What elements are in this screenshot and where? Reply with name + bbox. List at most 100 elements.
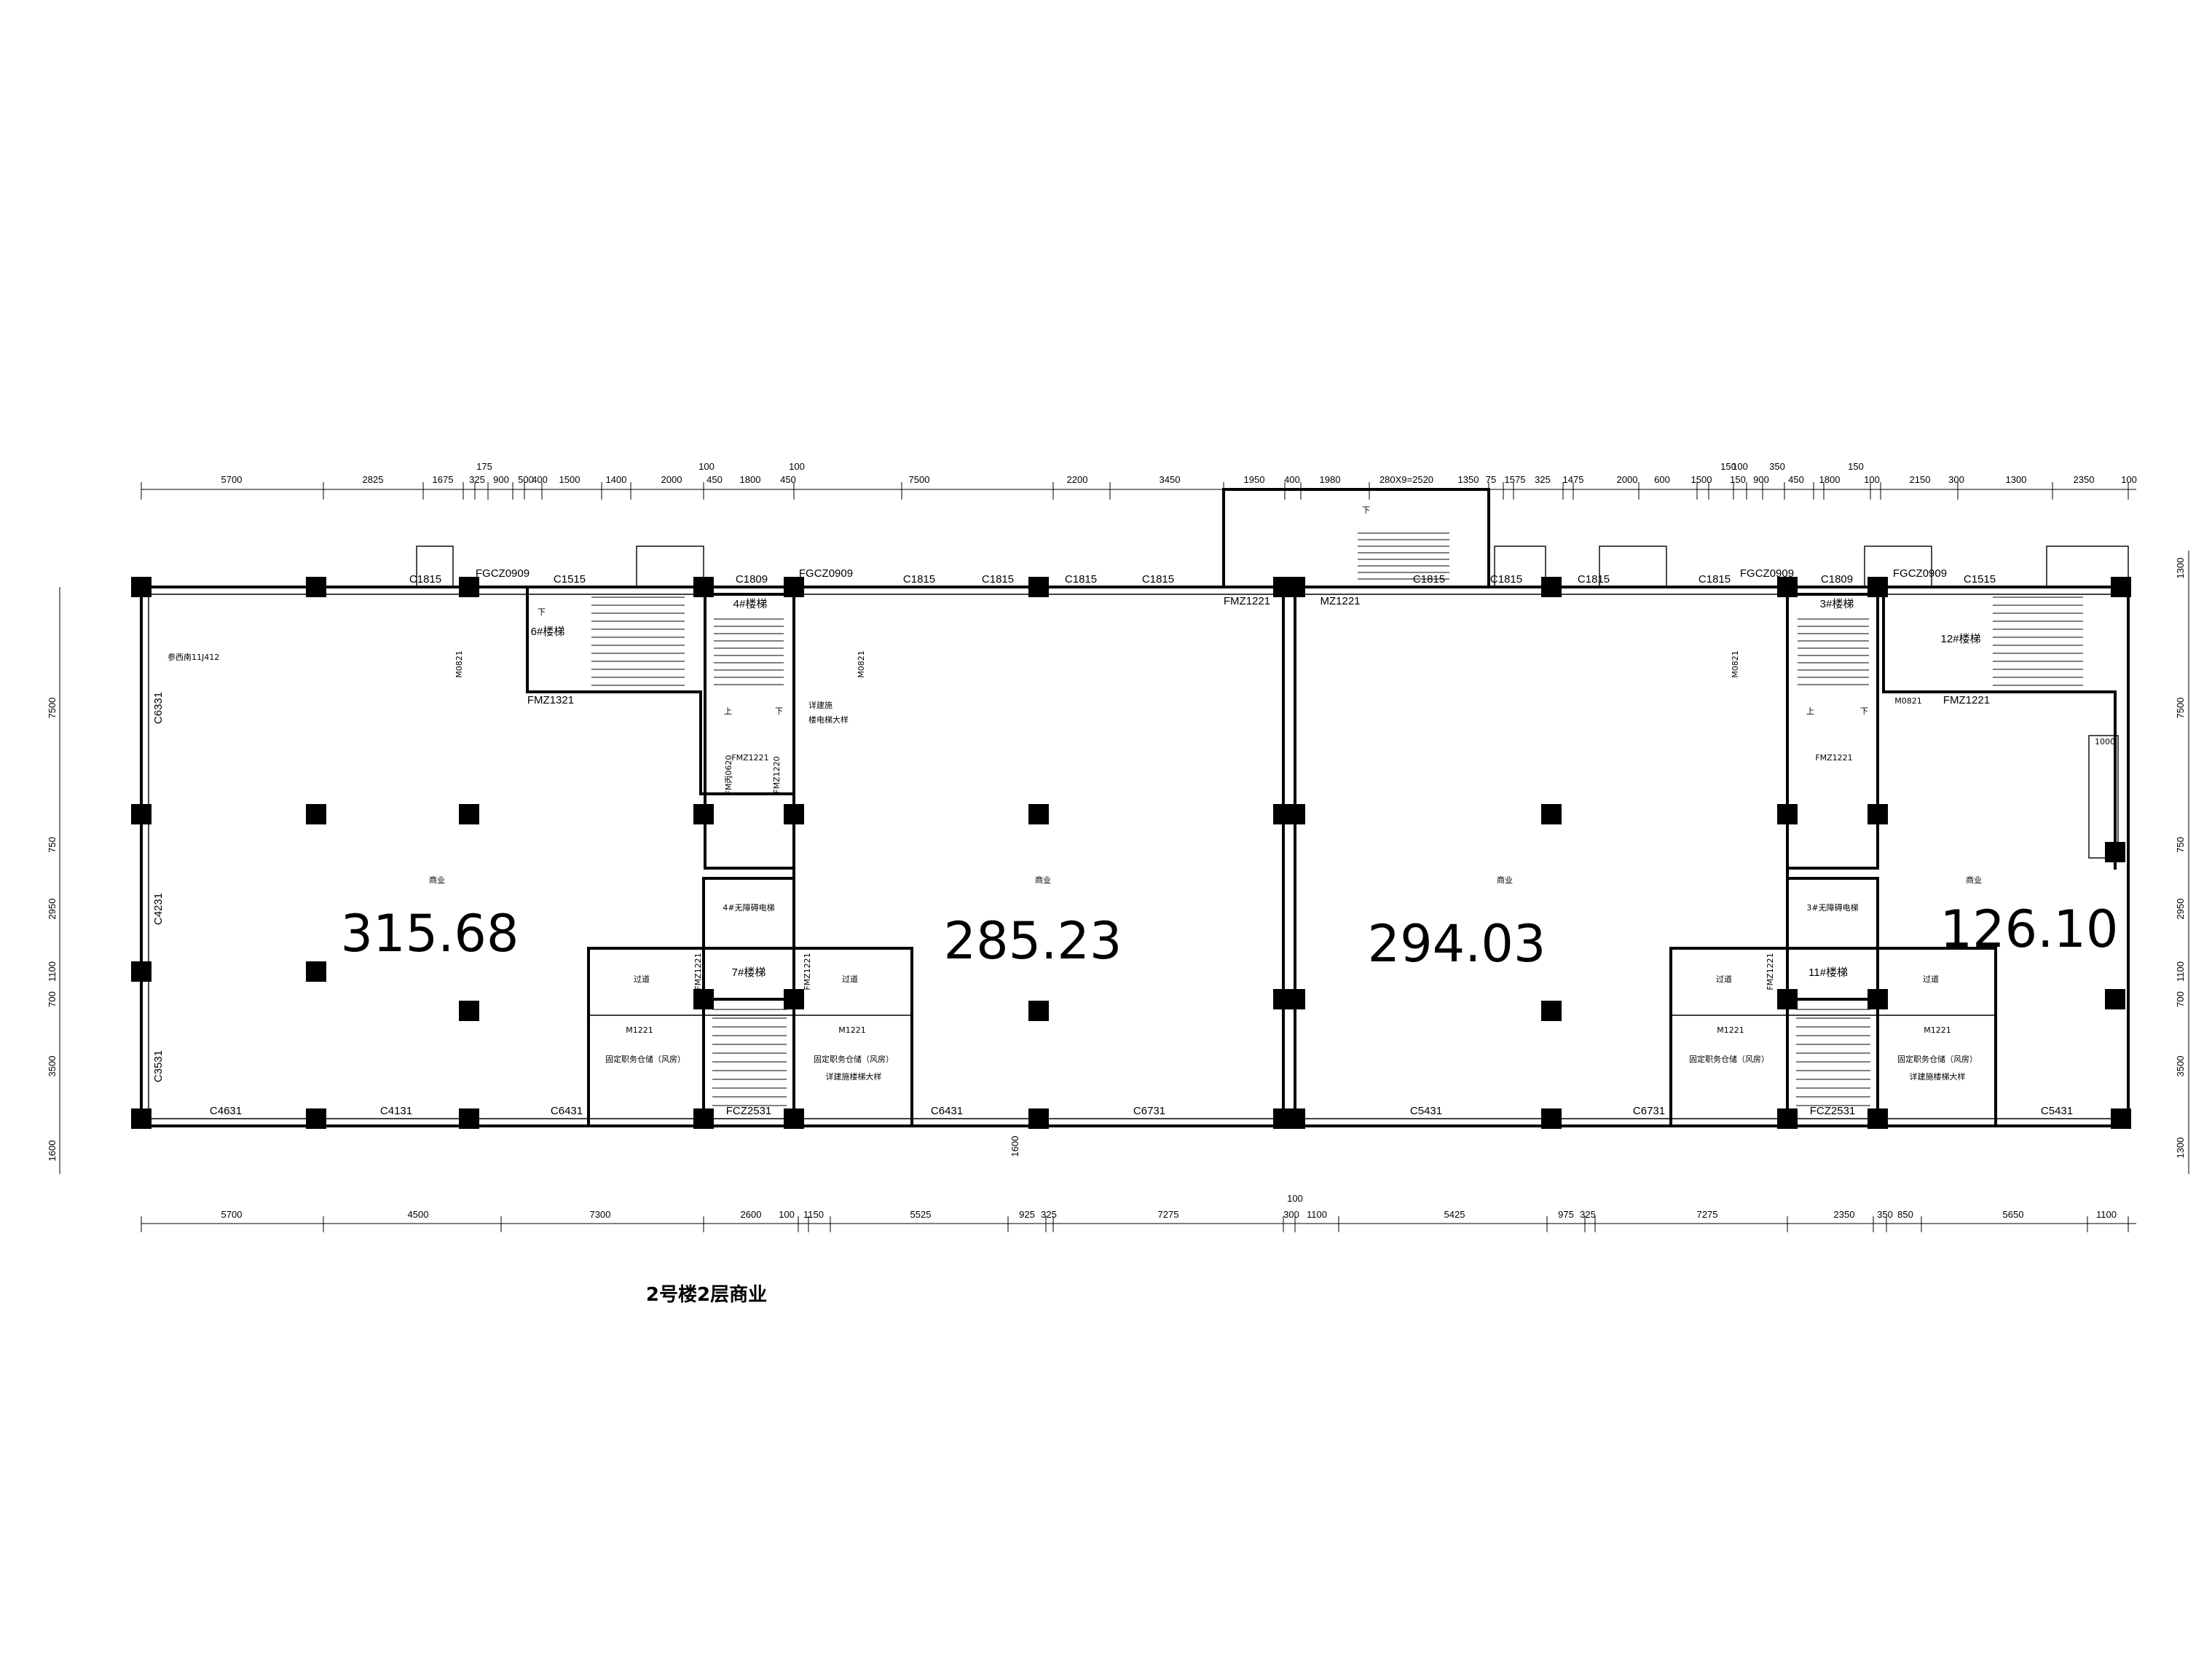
shop-label: 商业: [429, 875, 445, 885]
structural-column: [131, 961, 151, 982]
dim-top: 600: [1654, 474, 1670, 485]
window-labels: C1815 C1515 C1809 C1815 C1815 C1815 C181…: [152, 573, 2073, 1117]
dim-top: 1980: [1320, 474, 1341, 485]
window-label: C1815: [1490, 573, 1522, 586]
structural-column: [1867, 1108, 1888, 1129]
door-label: M0821: [454, 650, 464, 678]
window-label: C1815: [903, 573, 935, 586]
dim-bottom: 7300: [590, 1209, 611, 1220]
dim-right: 2950: [2175, 899, 2186, 920]
dim-bottom: 1100: [2096, 1209, 2117, 1220]
dim-left: 7500: [47, 698, 58, 719]
window-label: C1815: [409, 573, 441, 586]
dim-top: 450: [706, 474, 723, 485]
stair-treads: [591, 532, 2083, 1106]
structural-column: [1777, 989, 1798, 1009]
structural-column: [1867, 804, 1888, 824]
dim-top: 500: [518, 474, 534, 485]
dim-top: 450: [780, 474, 796, 485]
note-detail: 楼电梯大样: [808, 714, 849, 725]
elevator-label: 4#无障碍电梯: [723, 902, 774, 913]
note-corridor: 过道: [1716, 974, 1732, 984]
dim-top: 1800: [740, 474, 761, 485]
dim-top: 325: [469, 474, 485, 485]
structural-column: [2105, 989, 2125, 1009]
dim-bottom: 2600: [741, 1209, 762, 1220]
window-label: C5431: [1410, 1105, 1442, 1117]
shop-area-4: 126.10: [1940, 899, 2119, 959]
structural-column: [459, 1001, 479, 1021]
door-label: M1221: [1717, 1025, 1744, 1035]
dim-top: 2350: [2074, 474, 2095, 485]
structural-column: [131, 804, 151, 824]
dim-top: 2000: [1617, 474, 1638, 485]
dim-right: 700: [2175, 991, 2186, 1007]
window-label: C6431: [931, 1105, 963, 1117]
shop-area-3: 294.03: [1368, 914, 1546, 974]
door-label: FGCZ0909: [476, 567, 530, 580]
dim-top: 1500: [559, 474, 580, 485]
structural-column: [1777, 804, 1798, 824]
structural-column: [1867, 989, 1888, 1009]
dim-bottom: 5425: [1444, 1209, 1465, 1220]
structural-column: [1541, 1108, 1562, 1129]
dim-top: 450: [1788, 474, 1804, 485]
dim-top-extra: 350: [1769, 461, 1785, 472]
balcony: [1494, 545, 1546, 588]
dim-bottom: 975: [1558, 1209, 1574, 1220]
dim-top-extra: 150: [1720, 461, 1736, 472]
structural-column: [1028, 804, 1049, 824]
dim-bottom: 100: [779, 1209, 795, 1220]
dim-top-extra: 150: [1848, 461, 1864, 472]
door-label: FGCZ0909: [1893, 567, 1947, 580]
door-label: FMZ1221: [1224, 595, 1270, 607]
dim-right: 1300: [2175, 558, 2186, 579]
door-label: FMZ1221: [1943, 694, 1990, 706]
door-labels: FGCZ0909 FGCZ0909 FGCZ0909 FGCZ0909 FMZ1…: [454, 567, 1990, 1117]
window-label: C1815: [1065, 573, 1097, 586]
door-label: M1221: [838, 1025, 866, 1035]
balcony: [416, 545, 454, 588]
shop-label: 商业: [1497, 875, 1513, 885]
structural-column: [693, 577, 714, 597]
shop-label: 商业: [1966, 875, 1982, 885]
structural-column: [2111, 577, 2131, 597]
structural-column: [459, 577, 479, 597]
note-down: 下: [538, 607, 546, 617]
structural-column: [1541, 804, 1562, 824]
window-label: C6431: [551, 1105, 583, 1117]
dim-left: 1100: [47, 961, 58, 982]
note-corridor: 过道: [634, 974, 650, 984]
structural-column: [2105, 842, 2125, 862]
door-label: FMZ1220: [772, 756, 782, 793]
window-label: C4631: [210, 1105, 242, 1117]
door-label: FMZ1221: [803, 953, 812, 990]
note-up: 上: [724, 706, 732, 716]
dim-bottom: 5650: [2003, 1209, 2024, 1220]
elevator-shaft: [1786, 877, 1879, 950]
balcony: [636, 545, 704, 588]
dim-top: 5700: [221, 474, 243, 485]
window-label: C4231: [152, 893, 165, 925]
dim-top-extra: 100: [1732, 461, 1748, 472]
dim-bottom: 4500: [408, 1209, 429, 1220]
note-detail: 详建施: [808, 700, 833, 710]
dim-top: 325: [1535, 474, 1551, 485]
note-storage: 固定职务仓储（风房）: [1897, 1054, 1977, 1064]
balcony: [1599, 545, 1667, 588]
dim-top: 1675: [433, 474, 454, 485]
stair-label: 4#楼梯: [733, 598, 768, 610]
dim-left: 2950: [47, 899, 58, 920]
dim-left: 750: [47, 837, 58, 853]
shop-area-2: 285.23: [944, 911, 1122, 971]
window-label: C6731: [1633, 1105, 1665, 1117]
window-label: C1815: [1413, 573, 1445, 586]
structural-column: [2111, 1108, 2131, 1129]
stair-7: [702, 998, 795, 1127]
structural-column: [459, 804, 479, 824]
dim-bottom: 925: [1019, 1209, 1035, 1220]
structural-column: [1541, 1001, 1562, 1021]
dim-top-extra: 100: [789, 461, 805, 472]
note-corridor: 过道: [842, 974, 858, 984]
notes: 参西南11J412 详建施 楼电梯大样 过道 过道 过道 过道 固定职务仓储（风…: [168, 505, 2115, 1082]
